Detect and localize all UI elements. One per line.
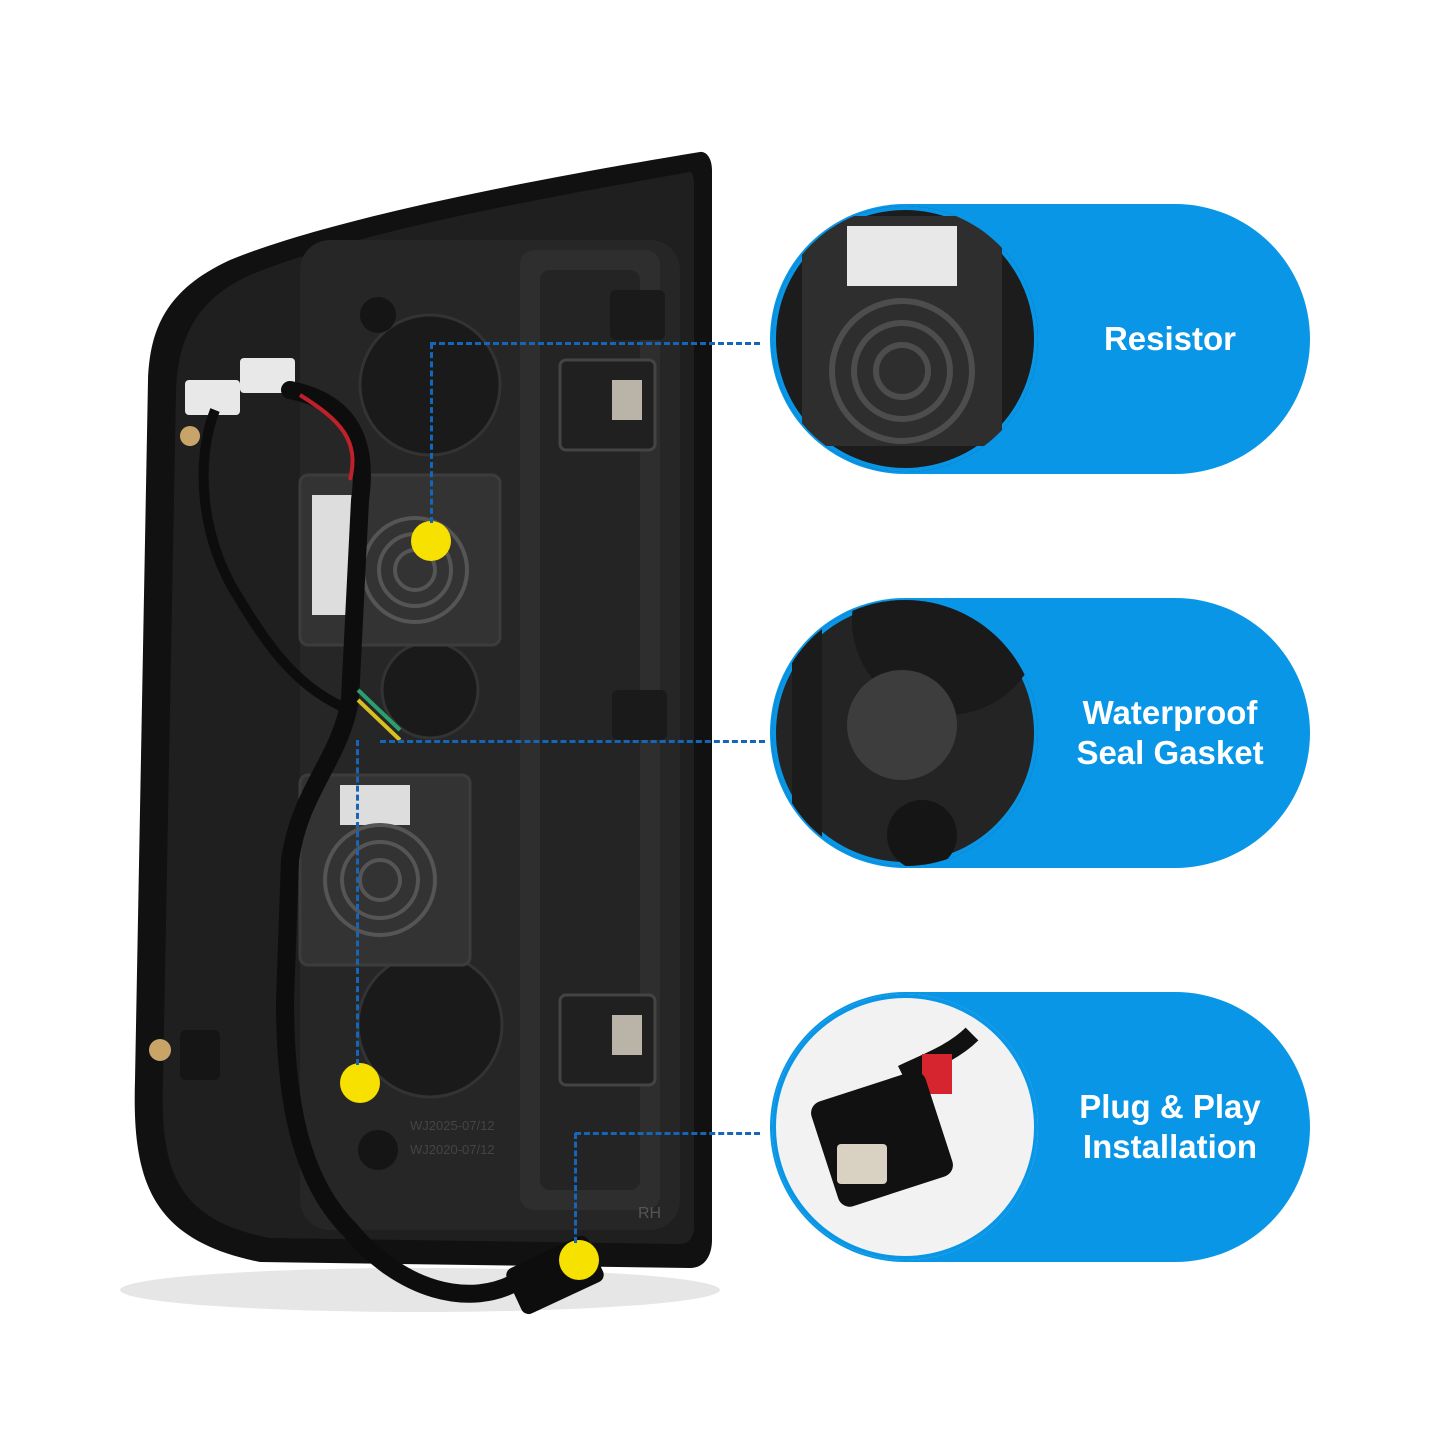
leader-gasket-vertical	[356, 740, 359, 1065]
stamp-line-2: WJ2020-07/12	[410, 1142, 495, 1157]
side-mark: RH	[638, 1205, 662, 1222]
callout-gasket-label: Waterproof Seal Gasket	[1076, 694, 1264, 771]
socket-bottom	[356, 951, 504, 1099]
seal-gasket-closeup-icon	[772, 600, 1038, 866]
callout-plug-label: Plug & Play Installation	[1079, 1088, 1261, 1165]
resistor-block-top	[298, 473, 502, 647]
leader-gasket	[380, 740, 765, 743]
callout-plug: Plug & Play Installation	[770, 992, 1310, 1262]
leader-plug	[575, 1132, 760, 1135]
mounting-bolt-top	[180, 426, 200, 446]
leader-resistor-vertical	[430, 343, 433, 523]
resistor-closeup-icon	[772, 206, 1038, 472]
marker-resistor	[411, 521, 451, 561]
tail-light-housing	[120, 151, 720, 1315]
marker-gasket	[340, 1063, 380, 1103]
callout-gasket: Waterproof Seal Gasket	[770, 598, 1310, 868]
stamp-line-1: WJ2025-07/12	[410, 1118, 495, 1133]
top-connector	[185, 380, 240, 415]
resistor-block-bottom	[298, 773, 472, 967]
callout-resistor-label: Resistor	[1103, 320, 1237, 357]
callout-resistor: Resistor	[770, 204, 1310, 474]
mounting-bolt-bottom	[149, 1039, 171, 1061]
leader-resistor	[430, 342, 760, 345]
plug-connector-closeup-icon	[772, 994, 1038, 1260]
leader-plug-vertical	[574, 1133, 577, 1243]
marker-plug	[559, 1240, 599, 1280]
wire-harness	[275, 381, 529, 1303]
